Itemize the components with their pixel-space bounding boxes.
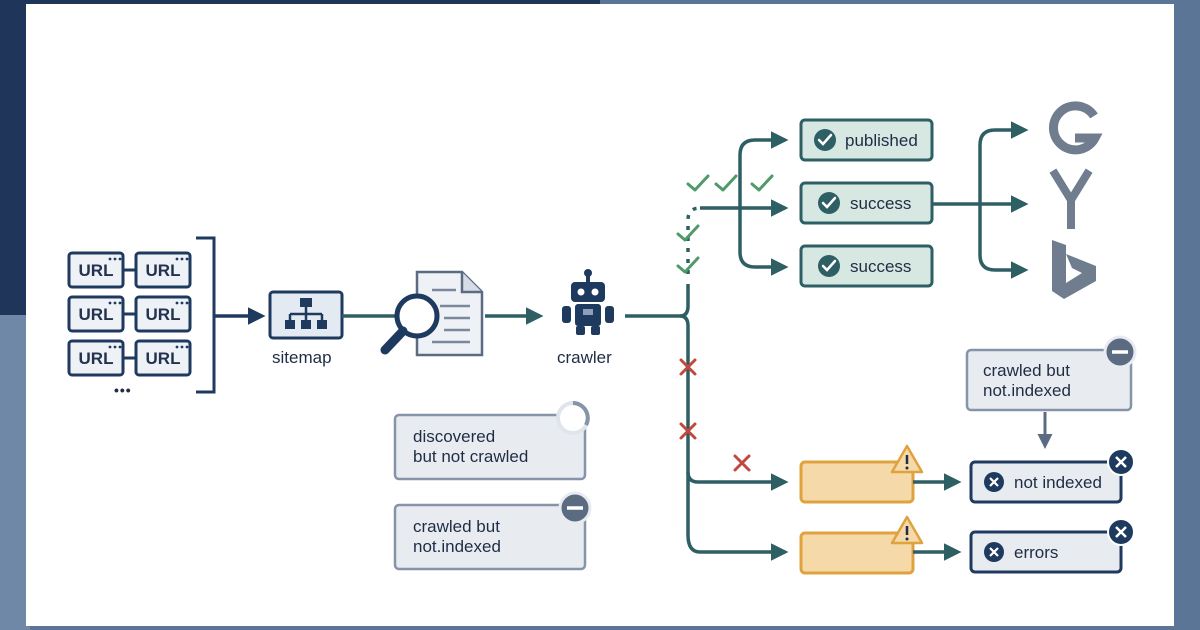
- crawled-not-indexed-right-text: crawled but not.indexed: [983, 361, 1071, 400]
- document-search-icon: [380, 270, 484, 357]
- crawled-not-indexed-note-left: [393, 491, 592, 571]
- arrow-to-success-2: [738, 208, 789, 276]
- check-icon: [676, 224, 700, 242]
- x-badge-icon: [989, 547, 999, 557]
- background-strip-bottom: [0, 315, 30, 630]
- discovered-not-crawled-note: [393, 401, 590, 481]
- check-icon: [676, 256, 700, 274]
- warning-box-1: [799, 444, 924, 504]
- discovered-not-crawled-text: discovered but not crawled: [413, 427, 529, 466]
- arrow-to-bing: [978, 204, 1029, 279]
- sitemap-icon: [268, 290, 344, 340]
- sitemap-label: sitemap: [272, 348, 332, 367]
- not-indexed-box: [969, 448, 1135, 504]
- check-icon: [714, 174, 738, 192]
- crawled-not-indexed-note-right: [965, 335, 1137, 412]
- bing-logo: [1052, 240, 1096, 299]
- check-icon: [750, 174, 774, 192]
- cross-marks: [679, 358, 751, 472]
- url-label: URL: [145, 305, 181, 324]
- background-strip-left: [0, 0, 30, 315]
- arrow-to-google: [978, 121, 1029, 204]
- url-label: URL: [78, 261, 114, 280]
- arrow-to-warning-2: [686, 534, 789, 561]
- check-icon: [686, 174, 710, 192]
- close-icon: [1115, 456, 1127, 468]
- published-label: published: [845, 131, 918, 150]
- crawler-label: crawler: [557, 348, 612, 367]
- check-badge-icon: [817, 133, 833, 146]
- close-icon: [1115, 526, 1127, 538]
- not-indexed-label: not indexed: [1014, 473, 1102, 492]
- check-marks: [676, 174, 774, 274]
- success-box-2: [799, 244, 934, 288]
- success-label-1: success: [850, 194, 912, 213]
- warning-box-2: [799, 515, 924, 575]
- check-badge-icon: [821, 196, 837, 209]
- url-label: URL: [145, 261, 181, 280]
- yahoo-logo: [1049, 168, 1093, 229]
- url-label: URL: [78, 349, 114, 368]
- url-box-dots: [108, 257, 189, 349]
- url-label: URL: [145, 349, 181, 368]
- arrow-to-published: [738, 131, 789, 208]
- x-badge-icon: [989, 477, 999, 487]
- google-logo: [1049, 101, 1103, 155]
- success-label-2: success: [850, 257, 912, 276]
- url-bracket: [196, 236, 216, 394]
- url-label: URL: [78, 305, 114, 324]
- url-grid: [67, 251, 192, 377]
- errors-label: errors: [1014, 543, 1059, 562]
- cross-icon: [733, 454, 751, 472]
- branch-curve-up: [679, 284, 690, 318]
- success-box-1: [799, 181, 934, 225]
- cross-icon: [679, 422, 697, 440]
- arrow-to-warning-1: [686, 471, 789, 491]
- more-urls-ellipsis: •••: [114, 382, 132, 398]
- branch-curve-down: [679, 314, 690, 346]
- errors-box: [969, 518, 1135, 574]
- background-strip-top: [0, 0, 600, 5]
- cross-icon: [679, 358, 697, 376]
- crawled-not-indexed-left-text: crawled but not.indexed: [413, 517, 501, 556]
- check-badge-icon: [821, 259, 837, 272]
- published-box: [799, 118, 934, 162]
- loading-spinner-icon: [572, 401, 590, 426]
- robot-icon: [562, 269, 614, 335]
